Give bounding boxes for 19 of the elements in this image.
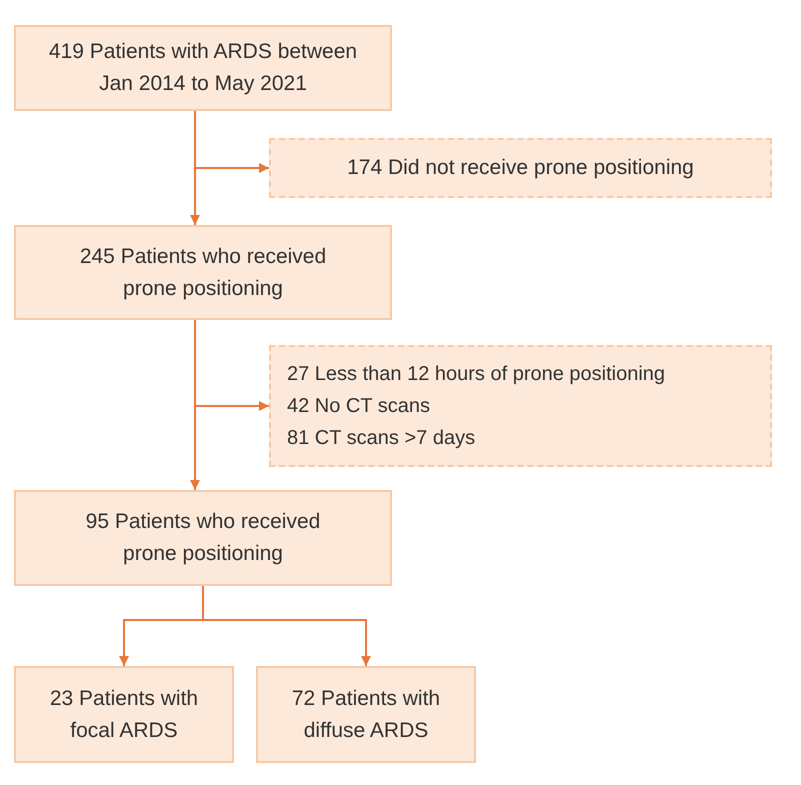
- process-box: [14, 25, 392, 111]
- arrow: [190, 111, 200, 225]
- box-text: 95 Patients who received prone positioning: [84, 509, 322, 567]
- box-text: 81 CT scans >7 days: [287, 426, 476, 451]
- process-box: [256, 666, 476, 763]
- box-text: 72 Patients with diffuse ARDS: [290, 686, 442, 744]
- arrow: [190, 320, 200, 490]
- exclusion-box: [269, 345, 772, 467]
- process-box: [14, 225, 392, 320]
- box-text: 245 Patients who received prone positioning: [78, 244, 328, 302]
- box-text: 23 Patients with focal ARDS: [48, 686, 200, 744]
- box-text: 42 No CT scans: [287, 394, 430, 419]
- exclusion-box: [269, 138, 772, 198]
- process-box: [14, 490, 392, 586]
- process-box: [14, 666, 234, 763]
- box-text: 27 Less than 12 hours of prone positioning: [287, 362, 666, 387]
- box-text: 419 Patients with ARDS between Jan 2014 to May 2021: [48, 39, 358, 97]
- box-text: 174 Did not receive prone positioning: [347, 155, 694, 181]
- arrow: [202, 586, 371, 666]
